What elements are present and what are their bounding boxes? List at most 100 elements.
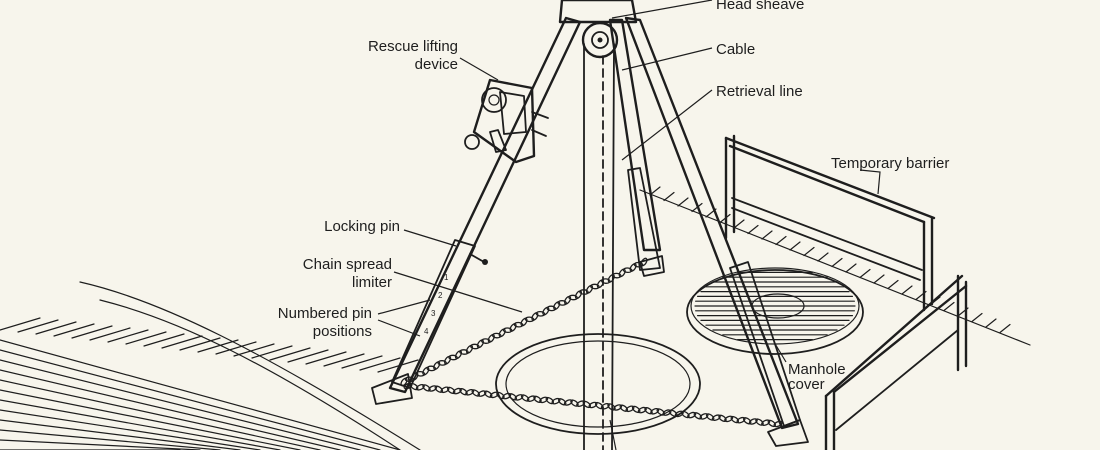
pin-number: 2 [438, 291, 443, 300]
chain-link [520, 317, 528, 327]
chain-link [761, 419, 771, 426]
chain-link [415, 370, 426, 377]
chain-link [711, 414, 721, 421]
label-chain-spread-limiter: limiter [352, 274, 392, 291]
chain-link [773, 420, 783, 428]
cable [583, 43, 615, 450]
label-cable: Cable [716, 41, 755, 58]
chain-link [629, 263, 637, 272]
chain-link [411, 372, 419, 381]
chain-link [699, 413, 709, 420]
chain-link [476, 339, 485, 349]
chain-link [539, 396, 549, 404]
chain-link [607, 274, 615, 283]
chain-link [557, 398, 567, 406]
chain-link [531, 312, 539, 321]
chain-link [611, 272, 622, 279]
chain-link [437, 360, 448, 366]
chain-link [551, 397, 561, 405]
head-sheave [581, 21, 619, 59]
chain-link [748, 418, 758, 425]
chain-link [491, 332, 502, 339]
chain-link [674, 410, 684, 418]
chain-link [687, 411, 697, 419]
chain-link [415, 384, 425, 391]
chain-link [422, 366, 430, 376]
chain-link [489, 391, 499, 399]
manhole-opening [495, 333, 701, 435]
chain-link [533, 395, 542, 403]
chain-link [681, 410, 690, 419]
label-numbered-pin: Numbered pin [278, 305, 372, 322]
chain-link [730, 415, 740, 424]
chain-link [600, 403, 610, 410]
chain-link [718, 414, 727, 422]
chain-link [607, 403, 616, 411]
chain-link [619, 404, 629, 412]
chain-link [480, 338, 491, 344]
ground-hatching [0, 186, 1031, 450]
chain-link [656, 408, 666, 416]
label-locking-pin: Locking pin [324, 218, 400, 235]
label-manhole-cover: cover [788, 376, 825, 393]
chain-link [594, 401, 604, 410]
chain-link [454, 350, 463, 360]
chain-link [433, 361, 441, 370]
chain-link [409, 382, 419, 391]
label-temporary-barrier: Temporary barrier [831, 155, 949, 172]
chain-link [568, 294, 578, 301]
chain-link [428, 385, 438, 392]
chain-link [400, 377, 408, 387]
chain-link [465, 344, 474, 354]
chain-link [600, 278, 611, 284]
chain-link [502, 327, 513, 334]
chain-link [755, 418, 764, 426]
chain-link [452, 387, 462, 395]
chain-link [767, 419, 777, 428]
chain-link [633, 261, 644, 268]
diagram-labels: Head sheave Cable Rescue lifting device … [278, 0, 950, 393]
chain-link [520, 394, 530, 402]
chain-link [724, 415, 734, 423]
chain-link [546, 305, 557, 312]
chain-link [498, 328, 506, 338]
chain-link [631, 405, 641, 414]
chain-link [563, 399, 573, 406]
label-retrieval-line: Retrieval line [716, 83, 803, 100]
temporary-barrier [724, 134, 968, 450]
chain-link [440, 386, 450, 394]
chain-link [693, 412, 703, 420]
label-numbered-pin: positions [313, 323, 372, 340]
chain-link [582, 400, 592, 409]
chain-link [443, 355, 452, 365]
chain-link [524, 316, 535, 323]
chain-link [668, 409, 678, 417]
chain-link [404, 376, 415, 383]
chain-link [576, 400, 586, 407]
chain-link [477, 390, 487, 397]
chain-link [618, 268, 626, 278]
chain-link [487, 334, 495, 343]
chain-link [513, 321, 524, 328]
chain-link [514, 394, 524, 401]
chain-link [465, 389, 475, 396]
chain-link [535, 310, 546, 317]
chain-link [622, 267, 633, 274]
chain-link [459, 388, 468, 396]
chain-link [509, 323, 517, 332]
chain-link [508, 393, 518, 401]
chain-link [426, 365, 437, 372]
chain-link [640, 257, 648, 267]
chain-link [483, 390, 493, 398]
chain-link [434, 385, 444, 393]
chain-link [662, 409, 672, 416]
chain-spread-limiter [400, 257, 783, 428]
chain-link [448, 354, 458, 361]
manhole-cover [686, 267, 864, 355]
label-head-sheave: Head sheave [716, 0, 804, 13]
chain-link [585, 284, 594, 294]
chain-link [742, 417, 752, 425]
pin-number: 4 [424, 327, 429, 336]
chain-link [705, 413, 715, 421]
